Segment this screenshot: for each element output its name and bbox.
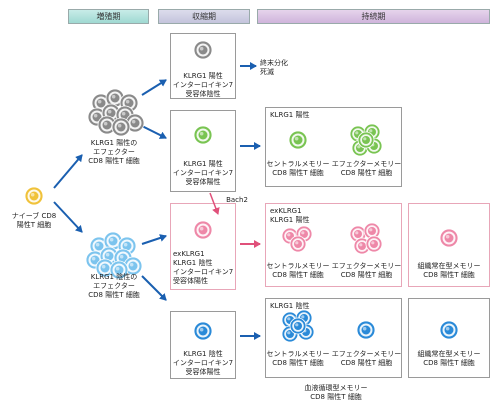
group-exklrg1-memory	[265, 203, 402, 287]
box2-cell	[193, 125, 213, 145]
tissue-resident-ex-cell	[439, 228, 459, 248]
label-central-memory-pos: セントラルメモリー CD8 陽性T 細胞	[266, 160, 330, 177]
effector-neg-cluster-cell	[109, 260, 129, 280]
label-central-memory-neg: セントラルメモリー CD8 陽性T 細胞	[266, 350, 330, 367]
effector-memory-ex-cluster-cell	[365, 235, 383, 253]
effector-pos-cluster-cell	[105, 88, 125, 108]
central-memory-pos-cell	[288, 130, 308, 150]
group-neg-title: KLRG1 陰性	[270, 302, 310, 310]
arrow-naive-to-pos	[53, 154, 83, 189]
box3-cell	[193, 220, 213, 240]
effector-neg-cluster-cell	[95, 258, 115, 278]
label-tissue-resident-ex: 組織常在型メモリー CD8 陽性T 細胞	[417, 262, 481, 279]
box-exklrg1	[170, 203, 236, 290]
group-pos-title: KLRG1 陽性	[270, 111, 310, 119]
label-effector-memory-pos: エフェクターメモリー CD8 陽性T 細胞	[331, 160, 402, 177]
effector-memory-pos-cluster-cell	[357, 131, 375, 149]
effector-memory-neg-cell	[356, 320, 376, 340]
effector-memory-ex-cluster-cell	[363, 222, 381, 240]
label-naive: ナイーブ CD8 陽性T 細胞	[11, 212, 57, 229]
arrow-pos-to-box1	[141, 79, 167, 96]
cells-layer	[24, 40, 459, 343]
box4-cell	[193, 321, 213, 341]
effector-pos-cluster-cell	[111, 117, 131, 137]
label-box1: KLRG1 陽性 インターロイキン7 受容体陰性	[172, 72, 234, 98]
effector-pos-cluster-cell	[97, 115, 117, 135]
effector-pos-cluster-cell	[125, 113, 145, 133]
label-effector-pos: KLRG1 陽性の エフェクター CD8 陽性T 細胞	[88, 139, 140, 165]
label-effector-memory-ex: エフェクターメモリー CD8 陽性T 細胞	[331, 262, 402, 279]
central-memory-neg-cluster-cell	[289, 317, 307, 335]
arrow-bach2	[209, 192, 220, 215]
phase-expansion: 増殖期	[68, 9, 149, 24]
arrow-neg-to-box3	[141, 234, 167, 245]
box1-cell	[193, 40, 213, 60]
label-box3: exKLRG1 KLRG1 陰性 インターロイキン7 受容体陽性	[173, 250, 234, 285]
label-effector-neg: KLRG1 陰性の エフェクター CD8 陽性T 細胞	[88, 273, 140, 299]
central-memory-ex-cluster-cell	[289, 235, 307, 253]
box-klrg1-pos-il7r-pos	[170, 110, 236, 192]
label-circulating-memory: 血液循環型メモリー CD8 陽性T 細胞	[304, 384, 368, 401]
label-effector-memory-neg: エフェクターメモリー CD8 陽性T 細胞	[331, 350, 402, 367]
arrow-naive-to-neg	[53, 201, 83, 233]
label-box2: KLRG1 陽性 インターロイキン7 受容体陽性	[172, 160, 234, 186]
phase-contraction: 収縮期	[158, 9, 250, 24]
naive-cell	[24, 186, 44, 206]
arrow-pos-to-box2	[141, 125, 167, 139]
group-ex-title: exKLRG1 KLRG1 陽性	[270, 207, 310, 224]
tissue-resident-neg-cell	[439, 320, 459, 340]
phase-maintenance: 持続期	[257, 9, 490, 24]
effector-neg-cluster-cell	[103, 231, 123, 251]
label-box4: KLRG1 陰性 インターロイキン7 受容体陽性	[172, 350, 234, 376]
arrow-neg-to-box4	[141, 275, 167, 301]
label-central-memory-ex: セントラルメモリー CD8 陽性T 細胞	[266, 262, 330, 279]
label-bach2: Bach2	[226, 196, 248, 204]
label-tissue-resident-neg: 組織常在型メモリー CD8 陽性T 細胞	[417, 350, 481, 367]
label-terminal: 終末分化 死滅	[260, 59, 288, 76]
